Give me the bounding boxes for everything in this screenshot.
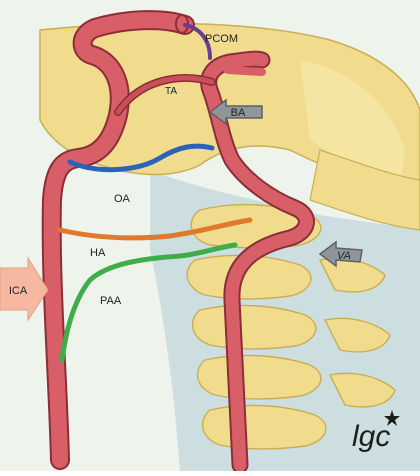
basilar-tip-branch xyxy=(228,70,262,72)
label-pcom: PCOM xyxy=(205,33,238,45)
c3-vertebra xyxy=(193,305,316,348)
artist-signature: lgc xyxy=(352,420,390,453)
label-va: VA xyxy=(337,250,351,262)
label-ba: BA xyxy=(231,107,246,119)
label-paa: PAA xyxy=(100,295,122,307)
label-ha: HA xyxy=(90,247,106,259)
label-oa: OA xyxy=(114,193,131,205)
c4-vertebra xyxy=(198,355,321,398)
c5-vertebra xyxy=(203,405,326,448)
label-ica: ICA xyxy=(9,285,28,297)
label-ta: TA xyxy=(165,86,177,97)
